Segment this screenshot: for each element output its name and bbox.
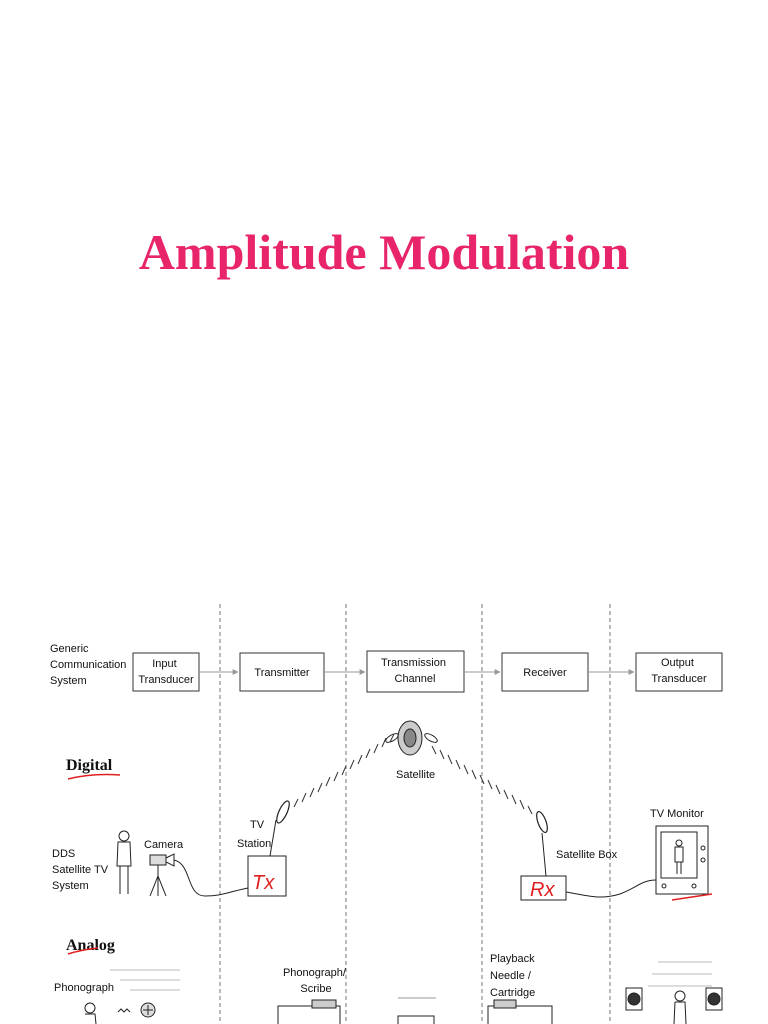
tv-monitor-label: TV Monitor: [650, 808, 704, 820]
camera-label: Camera: [144, 839, 184, 851]
digital-underline: [67, 773, 121, 780]
uplink-signal-wave: [293, 733, 395, 808]
music-notes-decoration-right: [648, 961, 712, 987]
tv-monitor-icon: [655, 825, 709, 895]
playback-needle-label: Playback Needle / Cartridge: [490, 953, 538, 999]
tv-station-mast: [269, 819, 277, 857]
analog-link-decoration: [397, 997, 436, 1024]
analog-heading: Analog: [66, 937, 115, 954]
tv-monitor-underline: [671, 893, 713, 901]
microphone-icon: [140, 1002, 156, 1018]
receiver-block: [501, 652, 589, 692]
tx-dish-icon: [276, 800, 290, 824]
phonograph-person-figure: [84, 1002, 97, 1024]
communication-system-diagram: Generic Communication System Input Trans…: [50, 604, 723, 1024]
camera-cable: [173, 859, 249, 897]
satellite-box-mast: [541, 832, 547, 877]
monitor-cable: [565, 879, 657, 898]
camera-icon: [149, 853, 175, 897]
satellite-box: [520, 875, 567, 901]
speaker-icons: [625, 987, 723, 1011]
scribe-device-icon: [277, 999, 341, 1024]
generic-block-labels: Input Transducer Transmitter Transmissio…: [138, 657, 707, 686]
tx-annotation: Tx: [252, 872, 275, 894]
transmitter-block: [239, 652, 325, 692]
phonograph-scribe-label: Phonograph/ Scribe: [283, 967, 349, 995]
analog-underline: [67, 947, 99, 955]
music-notes-decoration: [110, 969, 180, 991]
person-figure: [116, 830, 132, 894]
transmission-channel-label: Transmission Channel: [381, 657, 449, 685]
output-transducer-block: [635, 652, 723, 692]
transmission-channel-block: [366, 650, 465, 693]
tv-station-box: [247, 855, 287, 897]
receiver-label: Receiver: [523, 667, 567, 679]
output-transducer-label: Output Transducer: [651, 657, 707, 685]
transmitter-label: Transmitter: [254, 667, 310, 679]
sound-wave-squiggle: [117, 1008, 131, 1013]
rx-annotation: Rx: [530, 879, 555, 901]
satellite-box-label: Satellite Box: [556, 849, 618, 861]
generic-system-label: Generic Communication System: [50, 643, 129, 687]
playback-device-icon: [487, 999, 553, 1024]
rx-dish-icon: [536, 810, 548, 834]
listener-figure: [673, 990, 687, 1024]
input-transducer-label: Input Transducer: [138, 658, 194, 686]
generic-blocks: [132, 650, 723, 693]
input-transducer-block: [132, 652, 200, 692]
satellite-icon: [385, 720, 438, 756]
stage-separators: [219, 604, 611, 1024]
downlink-signal-wave: [431, 745, 533, 815]
phonograph-label: Phonograph: [54, 982, 114, 994]
tv-station-label: TV Station: [237, 819, 271, 850]
slide-title: Amplitude Modulation: [138, 224, 630, 280]
satellite-label: Satellite: [396, 769, 435, 781]
dds-system-label: DDS Satellite TV System: [52, 848, 111, 892]
digital-heading: Digital: [66, 757, 113, 774]
